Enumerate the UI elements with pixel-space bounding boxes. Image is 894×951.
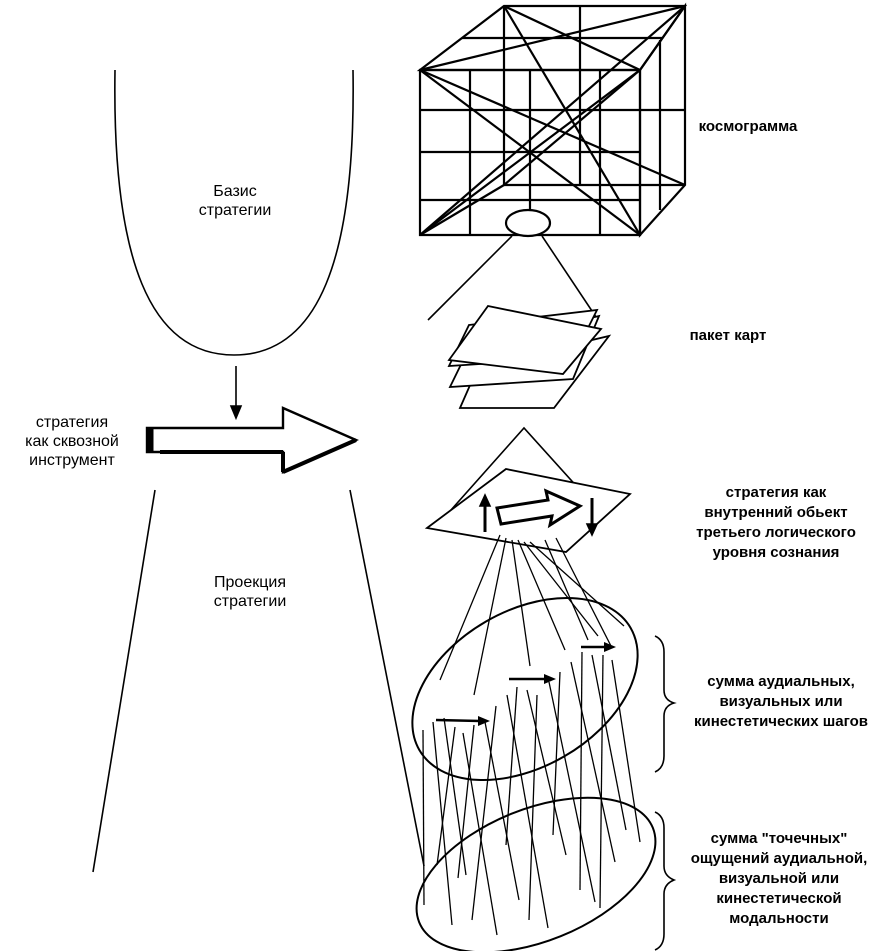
sensations-brace	[654, 811, 677, 951]
projection-left-line	[92, 489, 156, 873]
projection-lines-upper	[439, 534, 625, 696]
big-arrow	[145, 406, 359, 474]
object-inner-arrow	[495, 488, 584, 529]
basis-label: Базис стратегии	[198, 183, 272, 219]
steps-brace	[654, 635, 677, 773]
step-arrows	[435, 642, 616, 726]
projection-right-line	[349, 489, 425, 867]
internal-object-label: стратегия как внутренний обьект третьего…	[696, 484, 856, 561]
cosmogram-label: космограмма	[698, 118, 798, 135]
cube-to-cards-left	[427, 235, 513, 321]
sensations-sum-label: сумма "точечных" ощущений аудиальной, ви…	[690, 830, 868, 927]
object-down-arrowhead	[585, 523, 599, 537]
cube-to-cards-right	[541, 235, 599, 321]
object-up-arrowhead	[478, 493, 492, 507]
projection-lines-lower	[422, 651, 641, 936]
cosmogram-cube	[416, 2, 688, 238]
steps-sum-label: сумма аудиальных, визуальных или кинесте…	[693, 673, 869, 730]
card-pack-label: пакет карт	[689, 327, 767, 344]
projection-label: Проекция стратегии	[213, 574, 287, 610]
sensations-ellipse	[415, 796, 657, 951]
basis-parabola	[114, 69, 354, 356]
tool-label: стратегия как сквозной инструмент	[25, 414, 119, 469]
card-pack	[447, 305, 612, 409]
basis-down-arrowhead	[229, 405, 243, 421]
